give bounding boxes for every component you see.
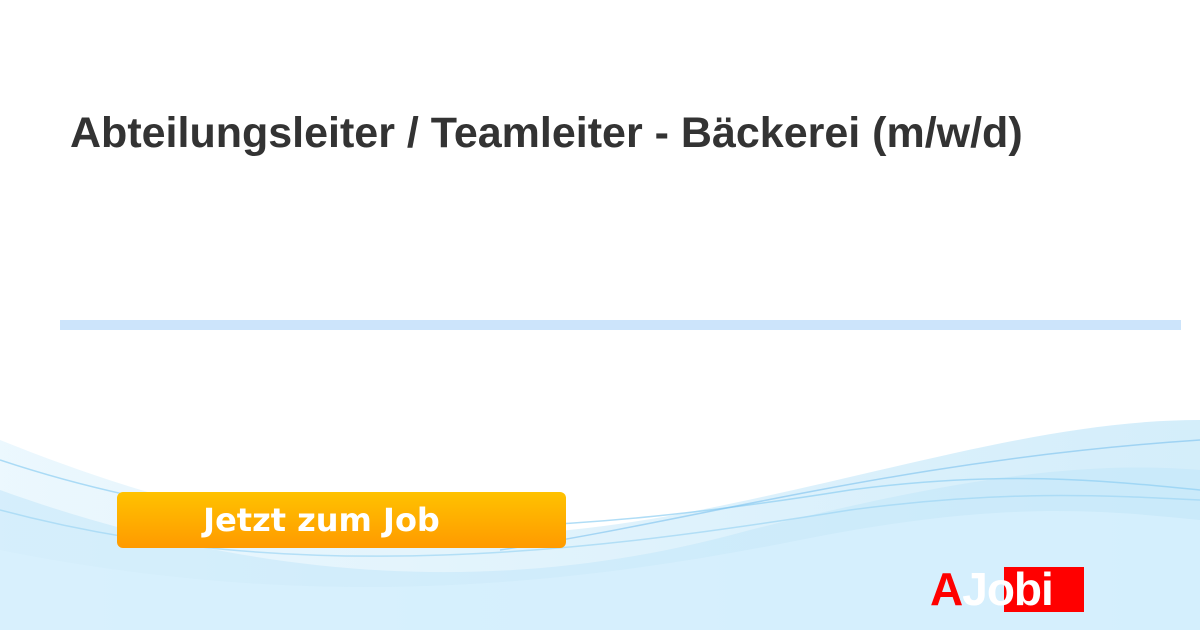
logo-text: AJobis [930,563,1078,615]
job-title: Abteilungsleiter / Teamleiter - Bäckerei… [70,109,1023,157]
ajobis-logo[interactable]: AJobis [930,563,1100,615]
divider [60,320,1181,330]
decorative-waves [0,420,1200,630]
apply-job-button[interactable]: Jetzt zum Job [117,492,566,548]
logo-red-box [1004,567,1084,612]
